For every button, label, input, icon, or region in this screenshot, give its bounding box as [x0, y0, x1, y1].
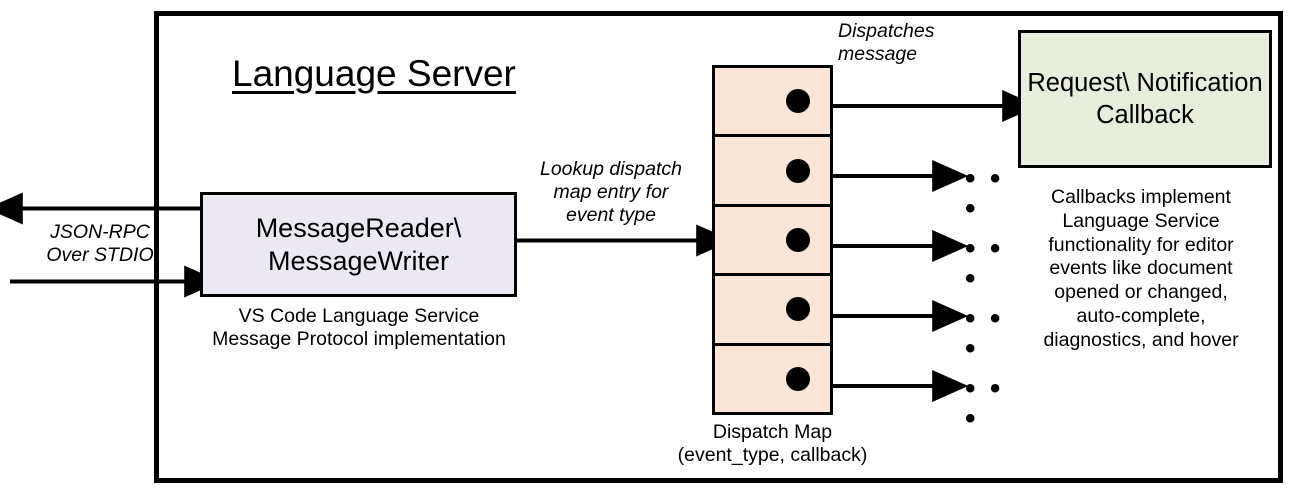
callback-dot-icon [786, 89, 810, 114]
ellipsis-row-2: • • • [965, 162, 1004, 225]
callback-dot-icon [786, 366, 810, 391]
callback-dot-icon [786, 158, 810, 183]
page-title: Language Server [232, 53, 516, 94]
dispatch-map-row[interactable] [715, 68, 830, 138]
callbacks-description-caption: Callbacks implement Language Service fun… [1043, 186, 1239, 351]
jsonrpc-channel-label: JSON-RPC Over STDIO [46, 221, 154, 266]
dispatch-map-row[interactable] [715, 276, 830, 346]
ellipsis-row-5: • • • [965, 372, 1004, 435]
request-notification-callback-label: Request\ Notification Callback [1027, 68, 1263, 129]
request-notification-callback-box[interactable]: Request\ Notification Callback [1018, 30, 1272, 168]
lookup-dispatch-label: Lookup dispatch map entry for event type [539, 158, 683, 226]
dispatch-map-row[interactable] [715, 346, 830, 412]
message-reader-writer-label: MessageReader\ MessageWriter [255, 212, 462, 276]
ellipsis-row-4: • • • [965, 302, 1004, 365]
dispatch-map-caption: Dispatch Map (event_type, callback) [677, 421, 868, 466]
callback-dot-icon [786, 297, 810, 322]
dispatch-map-row[interactable] [715, 137, 830, 207]
dispatch-map-table[interactable] [712, 65, 833, 415]
language-server-container [154, 11, 1283, 483]
message-reader-writer-box[interactable]: MessageReader\ MessageWriter [200, 192, 517, 297]
callback-dot-icon [786, 228, 810, 253]
dispatch-map-row[interactable] [715, 207, 830, 277]
ellipsis-row-3: • • • [965, 232, 1004, 295]
message-reader-writer-caption: VS Code Language Service Message Protoco… [212, 305, 506, 350]
dispatches-message-label: Dispatches message [838, 20, 935, 65]
